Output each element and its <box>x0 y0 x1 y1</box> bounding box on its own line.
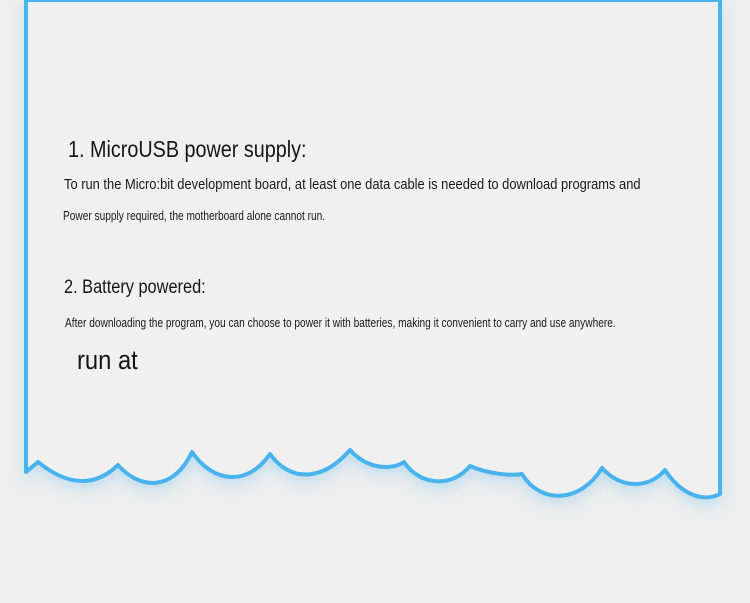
microusb-heading: 1. MicroUSB power supply: <box>68 136 307 162</box>
run-at-text: run at <box>77 345 138 375</box>
battery-heading: 2. Battery powered: <box>64 277 206 298</box>
microusb-description-line-1: To run the Micro:bit development board, … <box>64 176 641 193</box>
card-outline <box>24 0 722 500</box>
microusb-description-line-2: Power supply required, the motherboard a… <box>63 208 326 223</box>
battery-description: After downloading the program, you can c… <box>65 315 616 330</box>
